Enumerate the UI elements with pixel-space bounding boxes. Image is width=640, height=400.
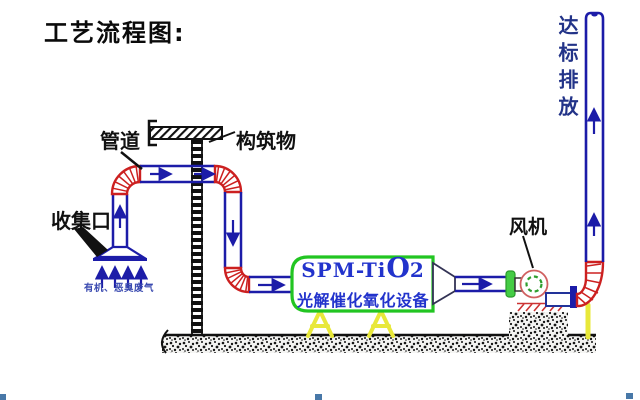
fan-assembly [505,269,577,312]
stack-cap [591,12,598,17]
inlet-gas-label: 有机、恶臭废气 [84,283,155,294]
pipe-elbow [110,164,142,196]
tank-outlet-cone [432,261,456,306]
collection-port-label-arrow [74,227,108,257]
structure-label-pointer [208,131,236,143]
pipe-elbow [575,260,605,308]
fan-pedestal [509,312,568,337]
flow-arrows [94,107,602,293]
equipment-tank [290,255,456,313]
label-pointers [120,131,534,269]
fan-inlet-flange [505,270,516,298]
edge-markers [0,393,633,400]
fan-housing [519,269,549,299]
duct-run-vertical [223,192,243,268]
equipment-model-suffix: 2 [409,258,425,282]
ground-end-mark [161,329,169,354]
equipment-name-text: 光解催化氧化设备 [296,291,429,310]
fan-label: 风机 [509,216,548,238]
pipe-elbow [213,164,243,194]
beam-end-bracket [147,119,157,147]
exhaust-stack [584,11,605,262]
equipment-supports [306,302,591,340]
structure-beam [147,119,223,147]
fan-base-hatch [517,302,565,312]
duct-run-horizontal-1 [140,164,215,184]
page-title: 工艺流程图: [44,19,186,47]
fan-outlet-flange [570,286,577,308]
a-frame-support [367,309,395,338]
pipe-label: 管道 [100,129,140,153]
fan-impeller [525,275,543,293]
pipe-elbow [223,266,251,294]
fan-outlet-duct [545,292,573,307]
support-column [191,139,203,335]
equipment-model-prefix: SPM-Ti [301,258,387,282]
a-frame-support [306,309,334,338]
fan-label-pointer [522,235,534,269]
structure-label: 构筑物 [236,129,296,153]
collection-port-label: 收集口 [51,209,111,233]
collection-hood [93,194,147,261]
equipment-model-o: O [386,253,410,284]
pipe-label-pointer [120,151,143,170]
discharge-label: 达标排放 [555,15,579,123]
